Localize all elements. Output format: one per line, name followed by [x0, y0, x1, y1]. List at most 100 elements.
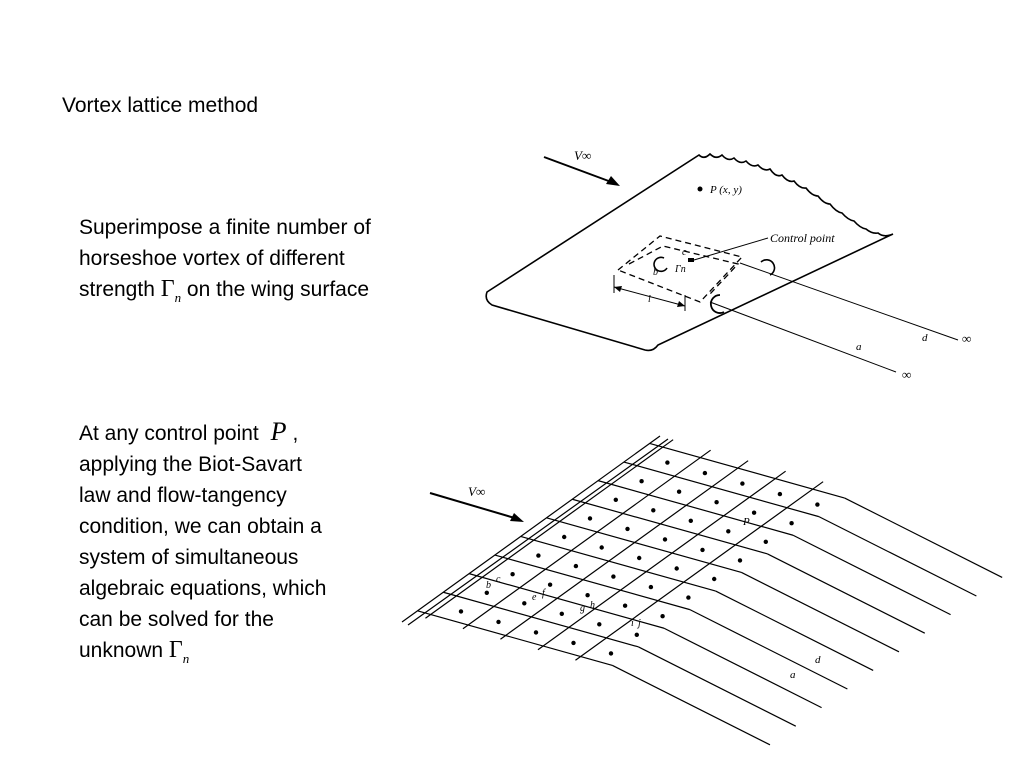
spanwise-grid-line: [462, 449, 711, 630]
label-a: a: [856, 341, 862, 353]
chordwise-grid-line: [597, 480, 794, 536]
trailing-vortex-d: [739, 262, 959, 341]
chordwise-grid-line: [417, 610, 613, 667]
vortex-rotation-right: [760, 259, 776, 276]
control-point-dot: [634, 632, 639, 637]
trailing-vortex-line: [792, 534, 951, 616]
para2-line1-end: ,: [292, 422, 299, 445]
lattice-grid: [401, 435, 1003, 746]
freestream-arrow-2: [429, 492, 524, 522]
chordwise-grid-line: [623, 461, 820, 518]
chordwise-grid-line: [468, 573, 665, 629]
wing-planform: [485, 152, 894, 352]
control-point-dot: [651, 508, 656, 513]
spanwise-grid-line: [500, 460, 749, 640]
control-point-dot: [688, 518, 693, 523]
chordwise-grid-line: [572, 498, 768, 555]
leading-edge: [401, 435, 661, 623]
control-point-dot: [637, 555, 642, 561]
label-b: b: [486, 580, 491, 591]
control-point-dot: [737, 558, 743, 563]
para1-line1: Superimpose a finite number of: [79, 216, 371, 239]
para2-line4: condition, we can obtain a: [79, 515, 322, 538]
control-point-dot: [660, 614, 665, 619]
point-p-dot: [697, 186, 703, 192]
label-h: h: [590, 600, 595, 611]
description-paragraph-1: Superimpose a finite number of horseshoe…: [79, 212, 459, 313]
control-point-dot: [674, 566, 679, 571]
control-point-dot: [625, 526, 630, 532]
chordwise-grid-line: [649, 442, 845, 499]
para2-line5: system of simultaneous: [79, 546, 299, 569]
control-point-dot: [777, 491, 783, 497]
freestream-arrow: [543, 156, 620, 186]
para1-line3-end: on the wing surface: [181, 278, 370, 301]
infinity-d: ∞: [962, 331, 971, 346]
control-point-dot: [484, 590, 489, 595]
para2-line2: applying the Biot-Savart: [79, 453, 302, 476]
para2-line6: algebraic equations, which: [79, 577, 327, 600]
para2-line3: law and flow-tangency: [79, 484, 287, 507]
freestream-label-2: V∞: [468, 484, 485, 499]
vortex-rotation-bottom: [709, 294, 725, 314]
label-i: i: [631, 618, 634, 629]
control-point-dot: [815, 502, 820, 507]
chordwise-grid-line: [494, 554, 691, 611]
page-title: Vortex lattice method: [62, 94, 259, 117]
para2-line8-start: unknown: [79, 639, 169, 662]
control-point-dot: [751, 510, 757, 515]
control-point-dot: [587, 516, 593, 521]
description-paragraph-2: At any control point P, applying the Bio…: [79, 416, 399, 674]
label-e: e: [532, 592, 537, 603]
control-point-dot: [458, 609, 464, 614]
control-point-dot: [571, 640, 576, 646]
label-g: g: [580, 603, 585, 614]
dimension-l: [613, 275, 686, 311]
control-point-marker: [688, 258, 694, 262]
para1-line2: horseshoe vortex of different: [79, 247, 345, 270]
trailing-vortex-line: [638, 646, 797, 727]
trailing-vortex-a: [709, 301, 897, 373]
label-b: b: [653, 267, 658, 278]
control-point-dot: [714, 500, 719, 505]
control-point-dot: [608, 651, 614, 656]
control-point-dot: [573, 563, 579, 569]
control-point-dot: [496, 619, 501, 625]
label-c: c: [496, 574, 501, 585]
control-point-dot: [585, 593, 590, 598]
trailing-vortex-line: [612, 664, 771, 746]
control-point-dot: [763, 539, 768, 544]
para2-line1-start: At any control point: [79, 422, 265, 445]
gamma-symbol: Γ: [168, 637, 183, 663]
chordwise-grid-line: [546, 517, 742, 574]
para2-line8: unknown Γn: [79, 635, 399, 674]
control-point-dot: [662, 537, 668, 542]
control-point-dot: [726, 529, 731, 534]
control-point-dot: [613, 497, 618, 502]
label-gamma-n: Γn: [674, 264, 686, 275]
control-point-dot: [740, 481, 745, 486]
trailing-vortex-line: [818, 516, 977, 597]
control-point-dot: [611, 574, 616, 579]
point-p-symbol: P: [270, 417, 287, 446]
control-point-leader: [693, 237, 769, 261]
spanwise-grid-line: [575, 481, 824, 661]
control-point-dot: [597, 622, 602, 627]
leading-edge-inner: [407, 438, 669, 626]
control-point-dot: [510, 572, 515, 577]
trailing-vortex-line: [663, 627, 822, 709]
control-point-dot: [533, 630, 539, 635]
label-d: d: [815, 654, 821, 666]
control-point-dot: [622, 603, 628, 608]
trailing-vortex-line: [741, 571, 900, 653]
control-point-dot: [639, 479, 644, 484]
label-c: c: [682, 247, 687, 258]
gamma-symbol: Γ: [160, 276, 175, 302]
control-point-dot: [562, 534, 567, 540]
control-point-dot: [522, 601, 527, 606]
label-a: a: [790, 669, 796, 681]
trailing-vortex-line: [715, 590, 874, 671]
para1-line3: strength Γn on the wing surface: [79, 274, 459, 313]
gamma-subscript: n: [182, 651, 190, 666]
